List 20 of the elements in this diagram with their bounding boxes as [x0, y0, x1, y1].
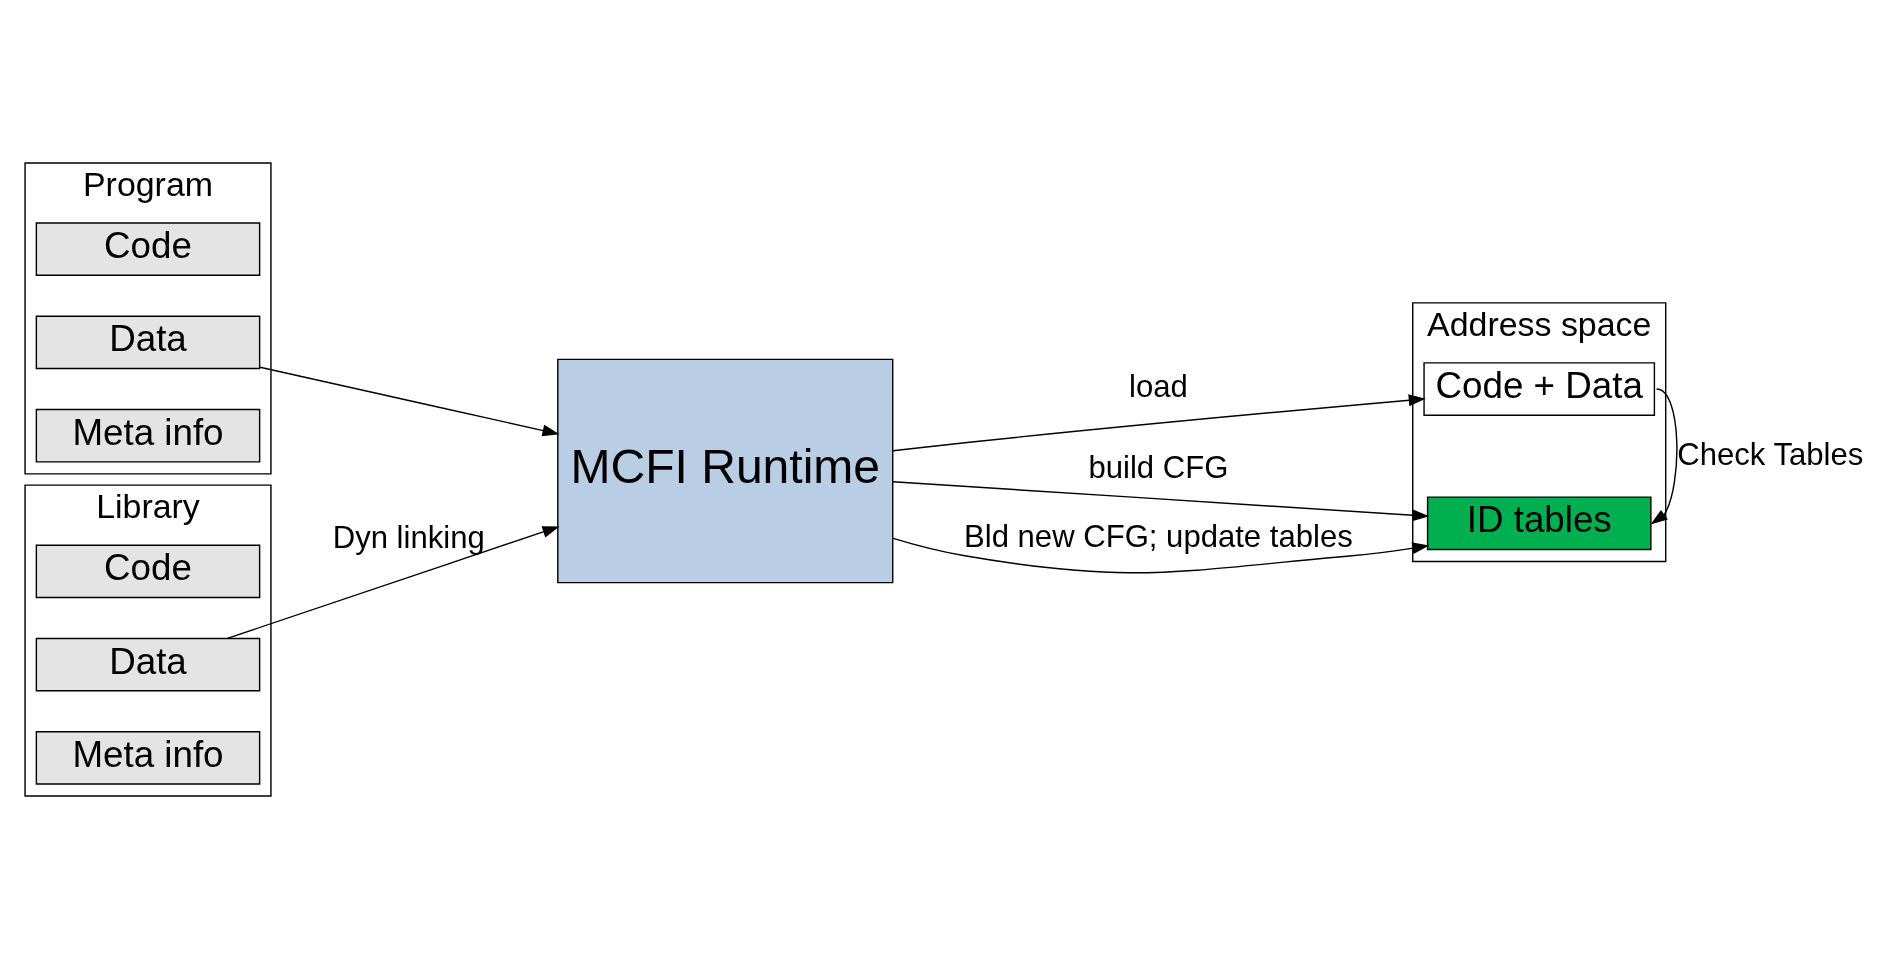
arrow: [892, 480, 1430, 521]
arrow: [892, 393, 1426, 451]
arrow: [226, 525, 560, 639]
edge-label: Dyn linking: [332, 519, 485, 555]
edge-label: load: [1129, 368, 1188, 404]
node-box: Data: [35, 315, 261, 369]
arrow: [1650, 387, 1678, 525]
node-box: Data: [35, 637, 261, 691]
node-box: ID tables: [1426, 495, 1652, 550]
node-box: Code: [35, 544, 261, 598]
edge-label: build CFG: [1088, 449, 1229, 485]
node-box: Code: [35, 221, 261, 276]
node-box: Code + Data: [1423, 361, 1656, 416]
node-box: Meta info: [35, 730, 261, 785]
arrow: [259, 366, 560, 436]
node-box: Meta info: [35, 408, 261, 463]
node-box: MCFI Runtime: [557, 358, 894, 583]
edge-label: Bld new CFG; update tables: [964, 518, 1353, 554]
edge-label: Check Tables: [1677, 436, 1864, 472]
arrow: [892, 537, 1430, 573]
